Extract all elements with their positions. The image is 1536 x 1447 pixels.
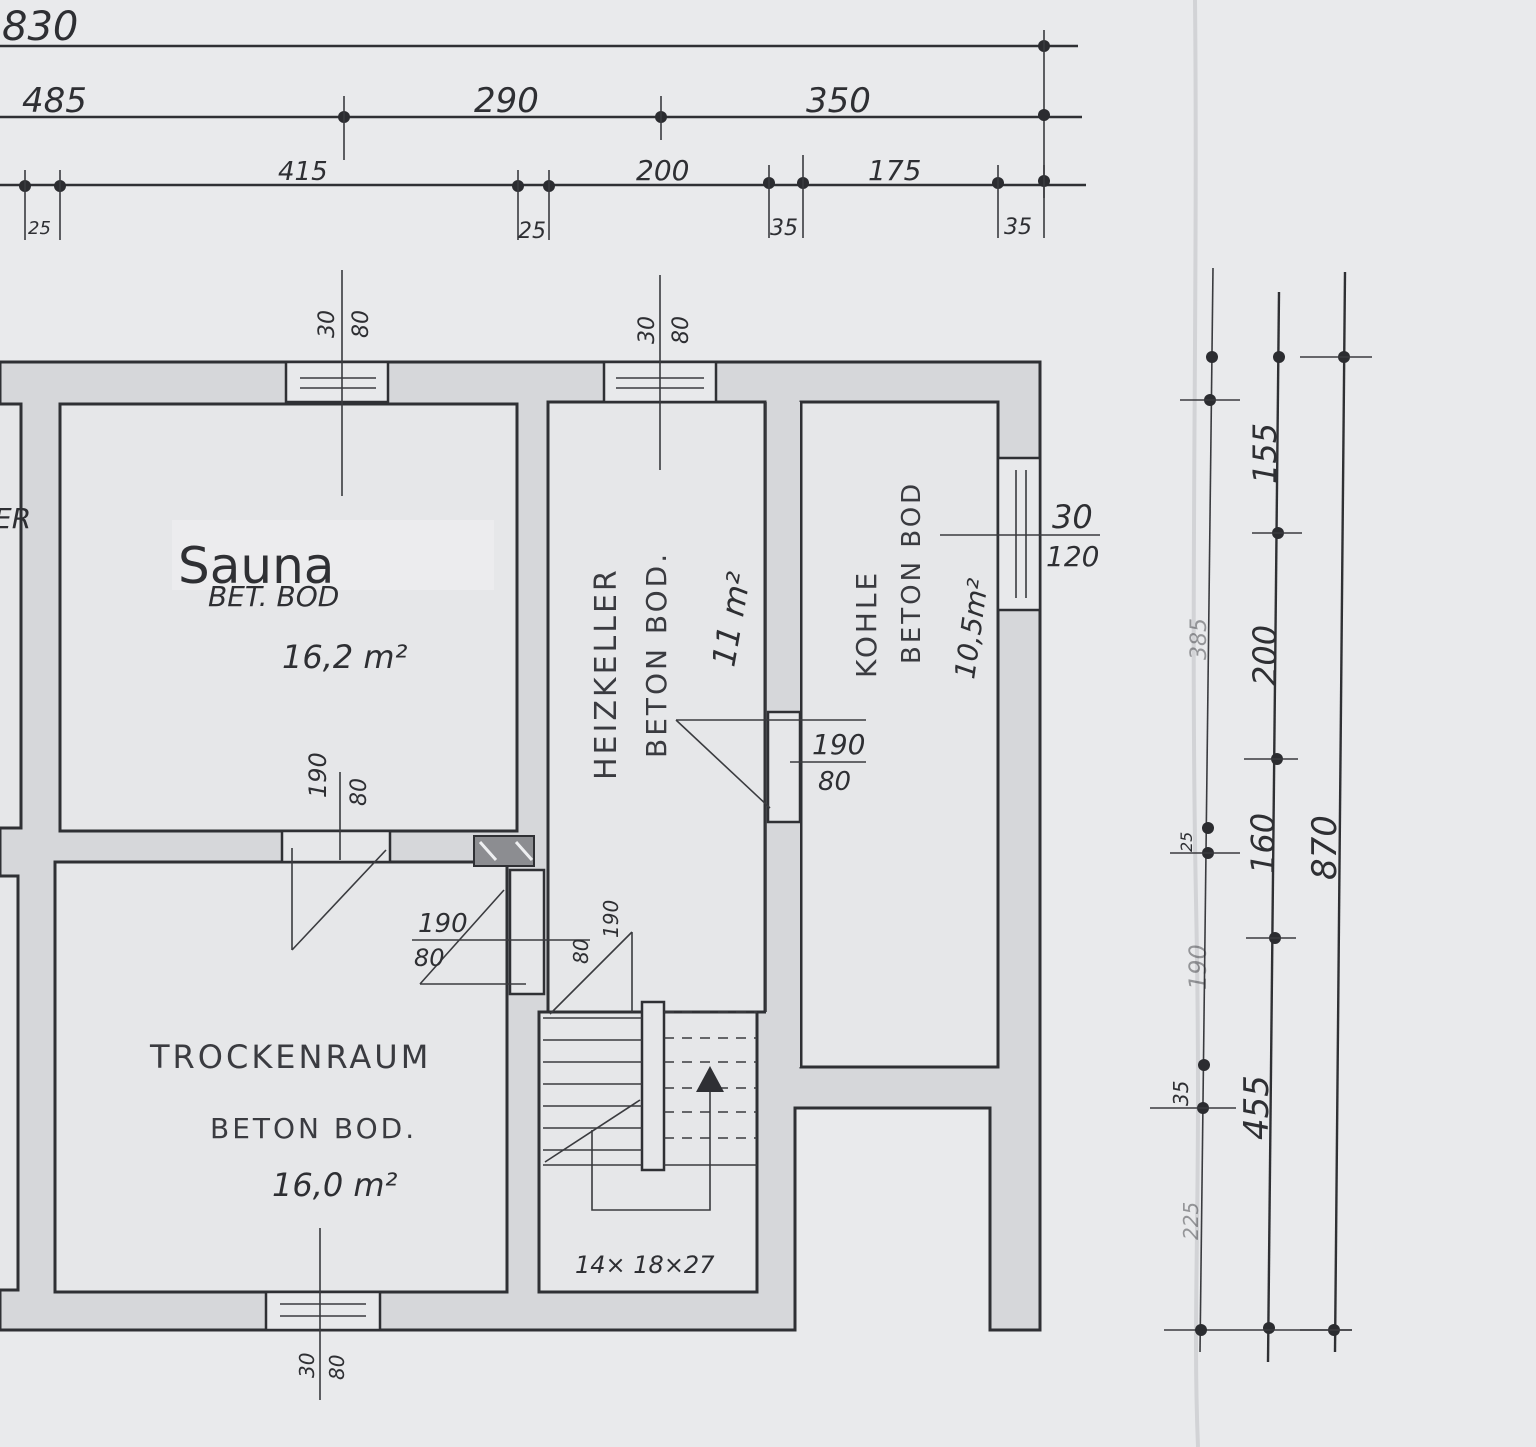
dim-25-b: 25 [518, 219, 546, 244]
dim-35-a: 35 [770, 216, 798, 241]
room-area-sauna: 16,2 m² [282, 638, 408, 676]
dim-190-v: 190 [1184, 944, 1212, 990]
room-floor-sauna: BET. BOD [208, 580, 339, 613]
win-trocken-h: 80 [325, 1355, 349, 1380]
dim-350: 350 [806, 81, 871, 121]
win-sauna-h: 80 [349, 310, 374, 338]
dim-485: 485 [22, 81, 87, 121]
door-sauna-w: 190 [304, 752, 332, 798]
dim-200-v: 200 [1246, 625, 1284, 686]
dim-25-v: 25 [1177, 832, 1196, 852]
right-dimension-chain: 870 155 200 160 455 385 190 225 25 35 [1150, 267, 1372, 1363]
room-floor-heizkeller: BETON BOD. [640, 551, 673, 758]
door-stair-h: 190 [599, 900, 623, 938]
stair-spec: 14× 18×27 [575, 1251, 715, 1279]
room-labels: ER Sauna BET. BOD 16,2 m² HEIZKELLER BET… [0, 481, 995, 1204]
dim-415: 415 [278, 157, 328, 187]
room-heizkeller [546, 400, 767, 1014]
room-name-trockenraum: TROCKENRAUM [149, 1038, 431, 1076]
win-sauna-w: 30 [315, 310, 340, 338]
dim-290: 290 [474, 81, 539, 121]
win-kohle-w: 30 [1052, 498, 1093, 536]
paper-crease [1191, 0, 1200, 1447]
door-hk-h: 80 [818, 767, 851, 797]
room-name-heizkeller: HEIZKELLER [589, 567, 624, 780]
dim-25-a: 25 [28, 218, 51, 239]
doors [280, 710, 866, 1015]
staircase: 14× 18×27 [543, 1000, 757, 1279]
partial-room-label: ER [0, 502, 31, 535]
dim-870: 870 [1305, 815, 1345, 880]
dim-225: 225 [1179, 1202, 1203, 1240]
door-trocken-h: 80 [414, 944, 445, 972]
dim-155: 155 [1246, 423, 1284, 484]
opening-dimensions: 30 80 30 80 30 120 190 80 190 80 190 80 … [295, 270, 1100, 1400]
room-kohle [799, 400, 1000, 1069]
win-trocken-w: 30 [295, 1353, 319, 1378]
room-area-trockenraum: 16,0 m² [272, 1166, 398, 1204]
dim-175: 175 [868, 154, 921, 187]
win-heiz-h: 80 [669, 316, 694, 344]
door-stair-w: 80 [569, 939, 593, 964]
room-sauna [58, 402, 519, 833]
room-name-sauna: Sauna [178, 537, 334, 595]
win-kohle-h: 120 [1046, 540, 1099, 573]
door-sauna-h: 80 [347, 778, 372, 806]
room-trockenraum [53, 860, 509, 1294]
room-floor-trockenraum: BETON BOD. [210, 1112, 417, 1145]
dim-200: 200 [636, 154, 689, 187]
dim-160: 160 [1244, 813, 1282, 874]
dim-overall: 830 [2, 4, 78, 50]
room-name-kohle: KOHLE [850, 570, 883, 678]
room-floor-kohle: BETON BOD [897, 481, 927, 664]
dim-385: 385 [1187, 618, 1212, 660]
dim-35-v: 35 [1169, 1081, 1193, 1106]
win-heiz-w: 30 [635, 316, 660, 344]
door-trocken-w: 190 [418, 909, 468, 939]
dim-35-b: 35 [1004, 215, 1032, 240]
dim-455: 455 [1237, 1075, 1277, 1140]
top-dimension-chain: 830 485 290 350 415 200 175 25 25 35 35 [0, 4, 1086, 244]
door-hk-w: 190 [812, 728, 865, 761]
